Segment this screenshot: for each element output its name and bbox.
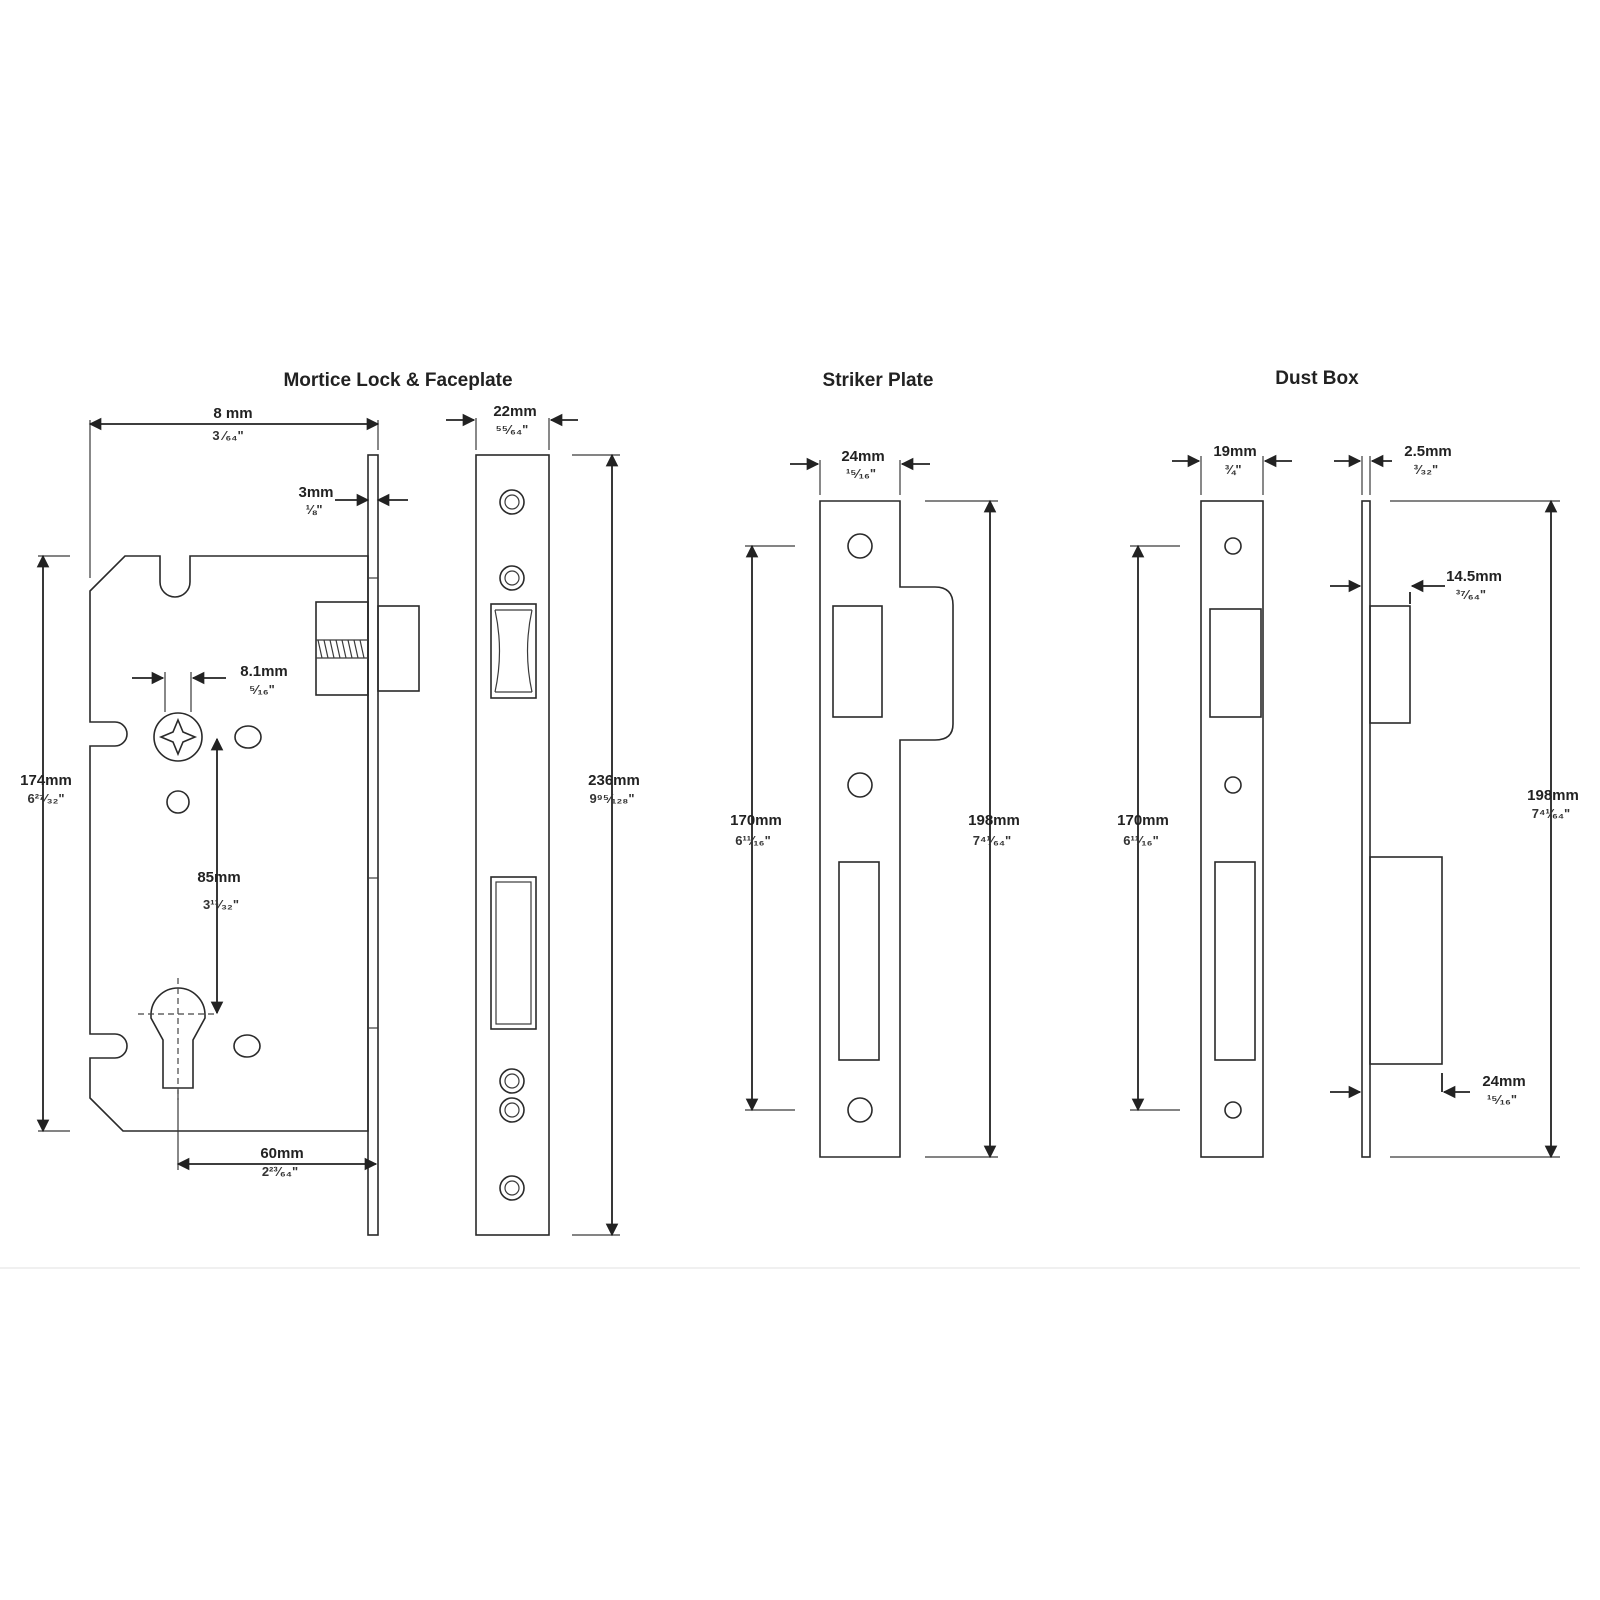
- dim-dust-inner: 170mm 6¹¹⁄₁₆": [1117, 544, 1180, 1112]
- dim-box-thickness: 2.5mm ³⁄₃₂": [1334, 443, 1452, 495]
- svg-text:¹⁵⁄₁₆": ¹⁵⁄₁₆": [846, 466, 876, 481]
- svg-text:8 mm: 8 mm: [213, 405, 252, 422]
- svg-text:174mm: 174mm: [20, 772, 72, 789]
- dim-faceplate-height: 236mm 9⁹⁵⁄₁₂₈": [572, 453, 640, 1237]
- svg-text:170mm: 170mm: [730, 812, 782, 829]
- dim-case-width: 8 mm 3 ⁄₆₄": [88, 405, 380, 578]
- svg-text:6²⁷⁄₃₂": 6²⁷⁄₃₂": [27, 791, 64, 806]
- svg-text:2.5mm: 2.5mm: [1404, 443, 1452, 460]
- svg-text:2²³⁄₆₄": 2²³⁄₆₄": [262, 1164, 298, 1179]
- svg-text:9⁹⁵⁄₁₂₈": 9⁹⁵⁄₁₂₈": [589, 791, 634, 806]
- fixing-hole: [166, 790, 190, 814]
- svg-text:22mm: 22mm: [493, 403, 536, 420]
- svg-text:3 ⁄₆₄": 3 ⁄₆₄": [212, 428, 243, 443]
- striker-deadbolt-aperture: [838, 861, 880, 1061]
- svg-text:60mm: 60mm: [260, 1145, 303, 1162]
- dim-centres: 85mm 3¹¹⁄₃₂": [197, 737, 241, 1015]
- title-dust-box: Dust Box: [1275, 368, 1359, 389]
- svg-text:170mm: 170mm: [1117, 812, 1169, 829]
- striker-plate: [819, 500, 954, 1158]
- latch-aperture: [490, 603, 537, 699]
- svg-text:6¹¹⁄₁₆": 6¹¹⁄₁₆": [735, 833, 771, 848]
- deadbolt-aperture: [490, 876, 537, 1030]
- svg-text:7⁴¹⁄₆₄": 7⁴¹⁄₆₄": [973, 833, 1011, 848]
- dim-striker-inner: 170mm 6¹¹⁄₁₆": [730, 544, 795, 1112]
- svg-text:198mm: 198mm: [1527, 787, 1579, 804]
- dim-dust-width: 19mm ¾": [1172, 443, 1292, 495]
- svg-text:24mm: 24mm: [1482, 1073, 1525, 1090]
- latch-bolt: [377, 605, 420, 692]
- follower-hub: [153, 712, 203, 762]
- svg-text:⁵⁄₁₆": ⁵⁄₁₆": [249, 682, 275, 697]
- dim-box-upper: 14.5mm ³⁷⁄₆₄": [1330, 568, 1502, 604]
- svg-text:198mm: 198mm: [968, 812, 1020, 829]
- fixing-slot-lower: [233, 1034, 261, 1058]
- svg-text:³⁷⁄₆₄": ³⁷⁄₆₄": [1456, 587, 1486, 602]
- faceplate-front: [475, 454, 550, 1236]
- dim-striker-width: 24mm ¹⁵⁄₁₆": [790, 448, 930, 495]
- svg-text:3mm: 3mm: [298, 484, 333, 501]
- svg-text:¹⁵⁄₁₆": ¹⁵⁄₁₆": [1487, 1092, 1517, 1107]
- svg-text:7⁴¹⁄₆₄": 7⁴¹⁄₆₄": [1532, 806, 1570, 821]
- svg-text:6¹¹⁄₁₆": 6¹¹⁄₁₆": [1123, 833, 1159, 848]
- svg-text:24mm: 24mm: [841, 448, 884, 465]
- dim-faceplate-width: 22mm ⁵⁵⁄₆₄": [446, 403, 578, 450]
- dim-case-height: 174mm 6²⁷⁄₃₂": [20, 554, 72, 1133]
- box-upper-pocket: [1369, 605, 1411, 724]
- svg-text:14.5mm: 14.5mm: [1446, 568, 1502, 585]
- latch-spring: [316, 639, 368, 659]
- latch-bolt-housing: [315, 601, 369, 696]
- svg-text:85mm: 85mm: [197, 869, 240, 886]
- striker-latch-aperture: [832, 605, 883, 718]
- dim-box-height: 198mm 7⁴¹⁄₆₄": [1390, 499, 1579, 1159]
- title-mortice-lock: Mortice Lock & Faceplate: [283, 370, 512, 391]
- dim-box-lower: 24mm ¹⁵⁄₁₆": [1330, 1073, 1526, 1107]
- dim-striker-height: 198mm 7⁴¹⁄₆₄": [925, 499, 1020, 1159]
- dust-box-plate: [1200, 500, 1264, 1158]
- title-striker-plate: Striker Plate: [823, 370, 934, 391]
- svg-text:⁵⁵⁄₆₄": ⁵⁵⁄₆₄": [496, 422, 529, 437]
- dim-follower: 8.1mm ⁵⁄₁₆": [132, 663, 288, 712]
- dust-deadbolt-aperture: [1214, 861, 1256, 1061]
- svg-text:236mm: 236mm: [588, 772, 640, 789]
- dim-backset: 60mm 2²³⁄₆₄": [176, 1090, 378, 1179]
- fixing-slot-upper: [234, 725, 262, 749]
- dim-faceplate-thickness: 3mm ⅛": [298, 484, 408, 517]
- dust-box-profile: [1361, 500, 1443, 1158]
- svg-text:3¹¹⁄₃₂": 3¹¹⁄₃₂": [203, 897, 239, 912]
- svg-text:⅛": ⅛": [305, 502, 322, 517]
- svg-text:¾": ¾": [1224, 462, 1241, 477]
- mortice-lock-body: [89, 454, 420, 1236]
- box-lower-pocket: [1369, 856, 1443, 1065]
- svg-text:³⁄₃₂": ³⁄₃₂": [1414, 462, 1438, 477]
- svg-text:8.1mm: 8.1mm: [240, 663, 288, 680]
- svg-text:19mm: 19mm: [1213, 443, 1256, 460]
- faceplate-edge: [367, 454, 379, 1236]
- dust-latch-aperture: [1209, 608, 1262, 718]
